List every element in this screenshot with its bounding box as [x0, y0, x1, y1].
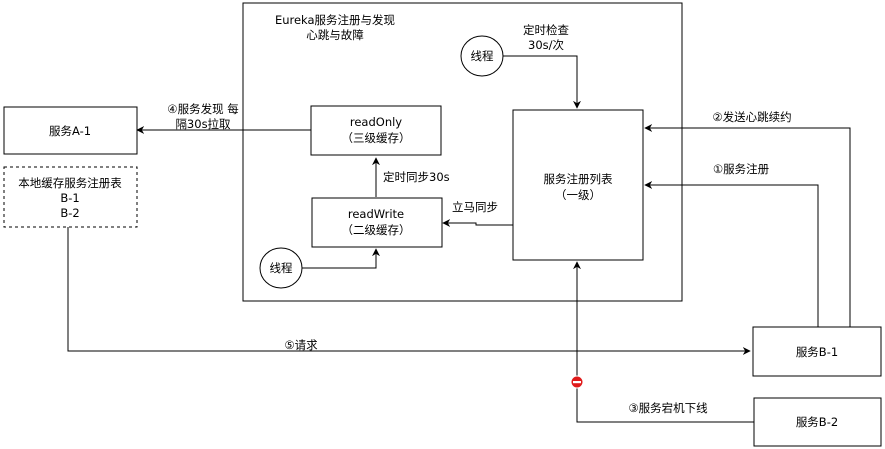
node-local-cache-line1: 本地缓存服务注册表 — [18, 176, 122, 190]
node-service-b2-label: 服务B-2 — [796, 415, 838, 429]
node-read-only-line1: readOnly — [350, 115, 402, 129]
node-thread-bottom — [259, 247, 303, 289]
node-registry-line2: （一级） — [555, 188, 601, 202]
edge-request — [67, 227, 751, 355]
node-read-only-line2: （三级缓存） — [342, 131, 411, 145]
edge-timed-check — [503, 55, 581, 109]
container-title-line1: Eureka服务注册与发现 — [275, 13, 395, 27]
node-read-only — [310, 105, 442, 156]
container-title-line2: 心跳与故障 — [306, 28, 364, 42]
edge-timed-check-label-line2: 30s/次 — [528, 38, 564, 52]
node-read-write — [311, 197, 443, 248]
edge-request-label: ⑤请求 — [284, 338, 318, 352]
node-service-a1-label: 服务A-1 — [49, 124, 91, 138]
edge-register-label: ①服务注册 — [713, 162, 770, 176]
edge-timed-check-label-line1: 定时检查 — [523, 23, 569, 37]
edge-discover-label-line1: ④服务发现 每 — [167, 102, 239, 116]
edge-immediate-sync-label: 立马同步 — [452, 200, 498, 214]
edge-immediate-sync — [442, 219, 513, 227]
node-registry — [512, 109, 644, 261]
node-registry-line1: 服务注册列表 — [544, 172, 613, 186]
node-service-b1 — [752, 326, 882, 377]
edge-offline — [573, 261, 754, 423]
edge-thread-readwrite — [302, 248, 380, 269]
node-thread-top — [460, 35, 504, 77]
node-read-write-line2: （二级缓存） — [342, 223, 411, 237]
edge-heartbeat — [644, 124, 851, 327]
node-thread-bottom-label: 线程 — [270, 261, 293, 275]
node-thread-top-label: 线程 — [471, 49, 494, 63]
edge-discover-label-line2: 隔30s拉取 — [175, 117, 231, 131]
edge-register — [644, 181, 819, 327]
node-local-cache-line3: B-2 — [60, 206, 79, 220]
node-read-write-line1: readWrite — [348, 207, 404, 221]
node-service-b2 — [753, 397, 882, 447]
edge-heartbeat-label: ②发送心跳续约 — [712, 110, 791, 124]
edge-sync-30s-label: 定时同步30s — [383, 170, 450, 184]
node-local-cache-line2: B-1 — [60, 191, 79, 205]
node-service-a1 — [3, 106, 138, 155]
node-local-cache — [3, 166, 138, 228]
stop-icon — [570, 375, 584, 389]
node-service-b1-label: 服务B-1 — [796, 345, 838, 359]
edge-offline-label: ③服务宕机下线 — [628, 401, 708, 415]
